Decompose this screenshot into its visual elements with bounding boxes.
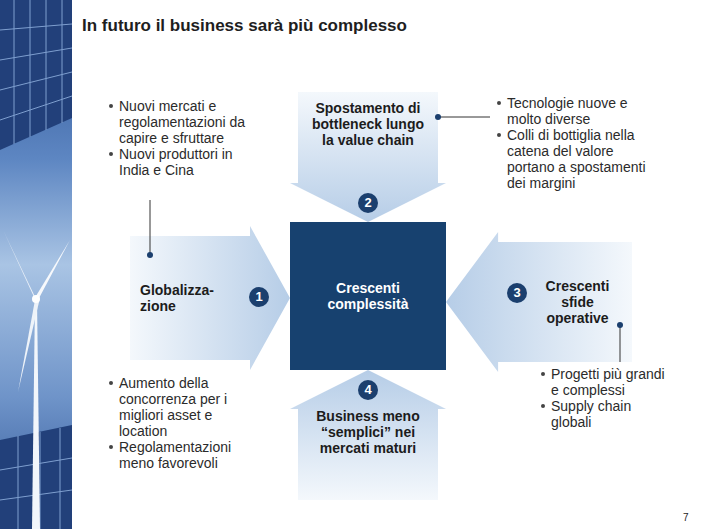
leader-dot [147,252,153,258]
bullet-text: Colli di bottiglia nella catena del valo… [496,127,648,191]
leader-dot [617,322,623,328]
turbine-tower [32,300,40,529]
leader-dot [435,114,441,120]
slide-title: In futuro il business sarà più complesso [82,16,407,36]
bullet-list: Progetti più grandi e complessiSupply ch… [540,366,666,430]
bullet-list: Nuovi mercati e regolamentazioni da capi… [108,98,260,178]
solar-panel [0,0,72,150]
callout-number: 3 [507,283,527,303]
turbine-hub [32,295,40,303]
callout-number: 2 [358,193,378,213]
arrow-fill [130,226,290,370]
center-box: Crescenti complessità [290,222,446,370]
bullet-text: Tecnologie nuove e molto diverse [496,95,648,127]
turbine-blade [4,232,37,301]
node-label: Business meno “semplici” nei mercati mat… [303,408,433,456]
turbine-blade [36,240,70,300]
bullet-text: Nuovi produttori in India e Cina [108,146,260,178]
arrow-fill [290,92,446,222]
node-label: Crescenti complessità [300,280,436,312]
bullet-list: Tecnologie nuove e molto diverseColli di… [496,95,648,191]
bullet-text: Supply chain globali [540,398,666,430]
page-number: 7 [683,512,689,523]
node-label: Globalizza-zione [140,282,232,314]
panel-grid [0,0,72,144]
arrow-left-box: Crescenti sfide operative [446,232,632,372]
sky [0,0,72,529]
box-outline [446,232,632,372]
callout-number: 4 [358,380,378,400]
bullet-text: Regolamentazioni meno favorevoli [108,439,260,471]
energy-photo [0,0,72,529]
leader-line [620,325,621,362]
turbine-blade [18,300,39,392]
node-label: Spostamento di bottleneck lungo la value… [308,100,428,148]
callout-number: 1 [249,287,269,307]
bullet-text: Nuovi mercati e regolamentazioni da capi… [108,98,260,146]
arrow-fill [290,370,446,500]
bullet-list: Aumento della concorrenza per i migliori… [108,375,260,471]
leader-line [438,117,490,118]
arrow-fill [446,232,632,372]
box-fill [290,222,446,370]
node-label: Crescenti sfide operative [530,278,625,326]
bullet-text: Aumento della concorrenza per i migliori… [108,375,260,439]
bullet-text: Progetti più grandi e complessi [540,366,666,398]
leader-line [150,200,151,255]
